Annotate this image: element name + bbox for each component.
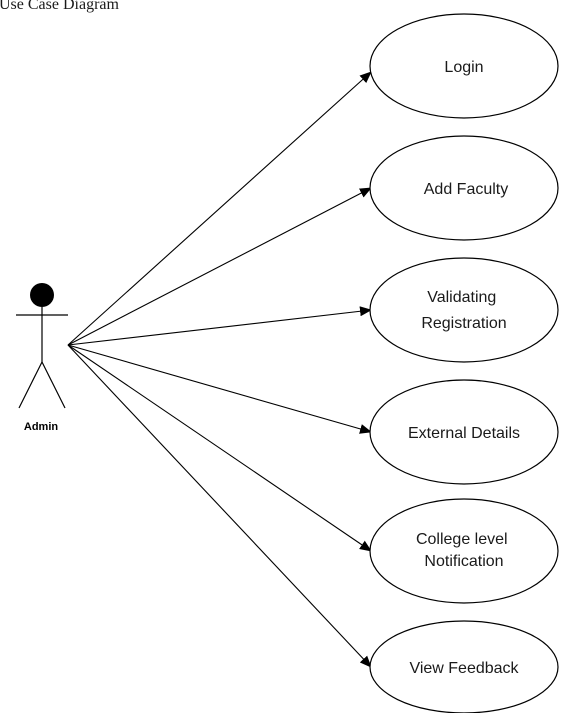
actor-label: Admin (24, 421, 59, 433)
use-case-ellipse (369, 379, 559, 485)
use-case-college-level-notification: College level Notification (369, 498, 559, 604)
use-case-label: Validating Registration (421, 289, 506, 332)
associations (67, 71, 372, 668)
use-case-ellipse (369, 135, 559, 241)
use-case-ellipse (369, 257, 559, 363)
admin-actor: Admin (16, 283, 68, 433)
association-arrow-add-faculty (67, 187, 372, 346)
use-case-label: External Details (408, 425, 520, 442)
use-case-validating-registration: Validating Registration (369, 257, 559, 363)
actor-head (30, 283, 54, 307)
association-arrow-college-level-notification (67, 344, 372, 552)
actor-left-leg (18, 361, 43, 409)
use-case-ellipse (369, 13, 559, 119)
association-arrow-validating-registration (67, 306, 372, 346)
use-case-external-details: External Details (369, 379, 559, 485)
use-case-view-feedback: View Feedback (369, 620, 559, 713)
association-arrow-view-feedback (67, 344, 372, 668)
use-case-label: View Feedback (409, 660, 519, 677)
use-case-label: College level Notification (416, 531, 512, 570)
use-case-login: Login (369, 13, 559, 119)
use-case-label: Login (444, 59, 483, 76)
use-case-add-faculty: Add Faculty (369, 135, 559, 241)
diagram-title: Use Case Diagram (0, 0, 120, 13)
use-case-label: Add Faculty (424, 181, 508, 198)
use-case-ellipse (369, 620, 559, 713)
association-arrow-external-details (67, 344, 372, 434)
use-case-ellipse (369, 498, 559, 604)
actor-right-leg (41, 361, 66, 409)
association-arrow-login (67, 71, 372, 346)
